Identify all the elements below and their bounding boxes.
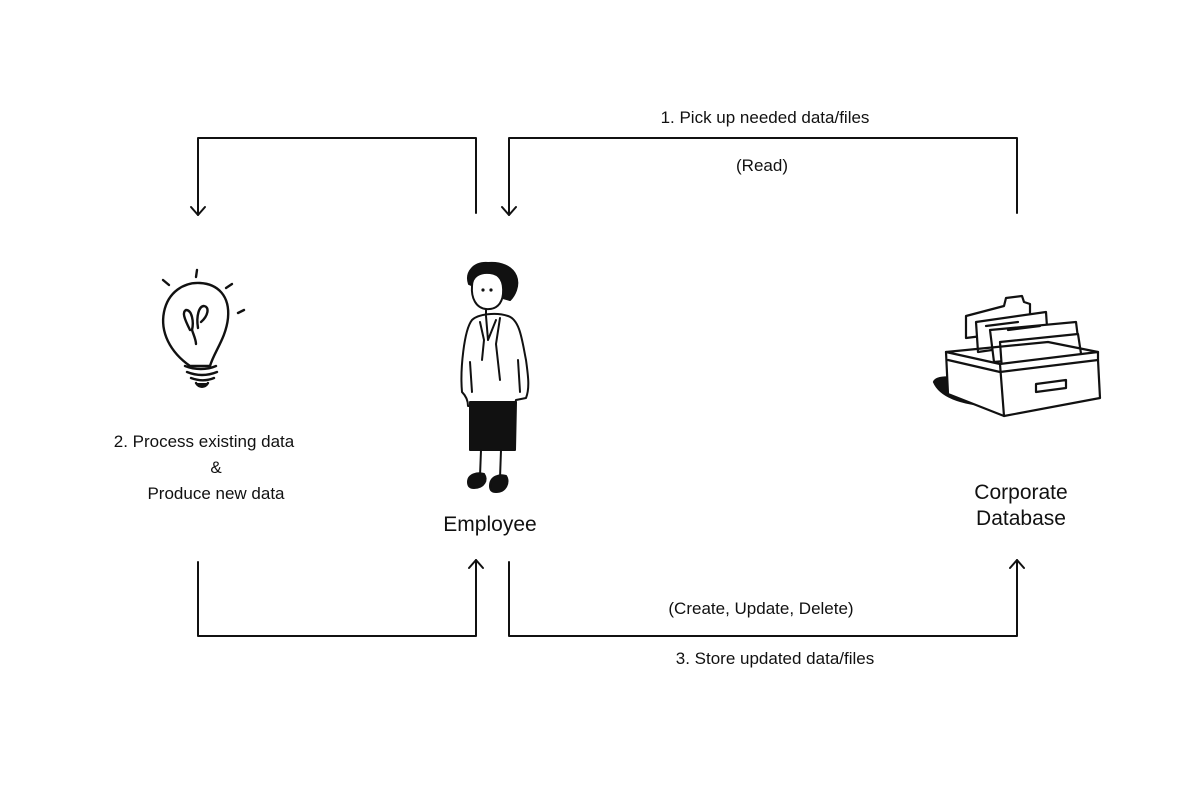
connector-employee-to-idea-line [198,138,476,215]
connector-employee-to-idea [191,138,476,215]
database-label-line1: Corporate [974,481,1068,504]
connector-database-to-employee-line [509,138,1017,215]
database-label-line2: Database [976,507,1066,530]
arrowhead-up-icon [1010,560,1024,568]
idea-label-line1: 2. Process existing data [113,432,295,451]
lightbulb-icon [163,270,244,387]
edge-store-sublabel: (Create, Update, Delete) [668,599,854,618]
connector-employee-to-database-line [509,560,1017,636]
arrowhead-down-icon [502,207,516,215]
person-icon [461,263,528,492]
file-drawer-icon [934,296,1100,416]
edge-read-label: 1. Pick up needed data/files [660,108,870,127]
idea-label-line3: Produce new data [147,484,285,503]
idea-label-line2: & [210,458,222,477]
employee-label: Employee [443,513,537,536]
connector-idea-to-employee [198,560,483,636]
arrowhead-down-icon [191,207,205,215]
connector-idea-to-employee-line [198,560,476,636]
edge-read-sublabel: (Read) [736,156,788,175]
connector-employee-to-database [509,560,1024,636]
arrowhead-up-icon [469,560,483,568]
edge-store-label: 3. Store updated data/files [675,649,875,668]
connector-database-to-employee [502,138,1017,215]
